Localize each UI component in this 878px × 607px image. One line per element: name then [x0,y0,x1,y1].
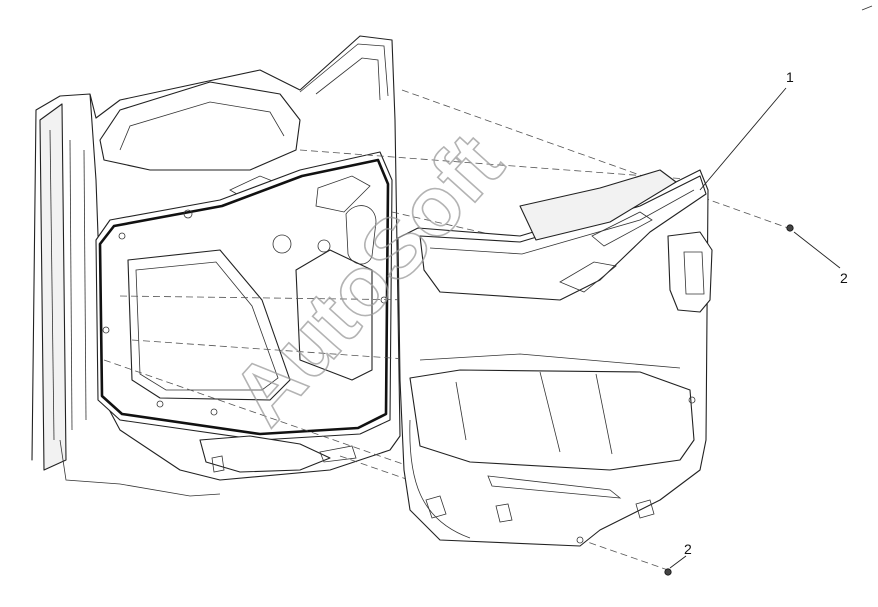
callout-label-1: 1 [786,69,794,85]
callout-2-lower: 2 [669,541,692,569]
door-trim-panel [397,169,713,547]
callout-2-upper: 2 [793,231,848,286]
callout-1: 1 [699,69,794,191]
callout-label-2-lower: 2 [684,541,692,557]
callout-label-2-upper: 2 [840,270,848,286]
screw-upper [786,224,794,232]
cab-door-frame [31,35,401,497]
corner-mark [861,5,873,11]
screw-lower [664,568,672,576]
